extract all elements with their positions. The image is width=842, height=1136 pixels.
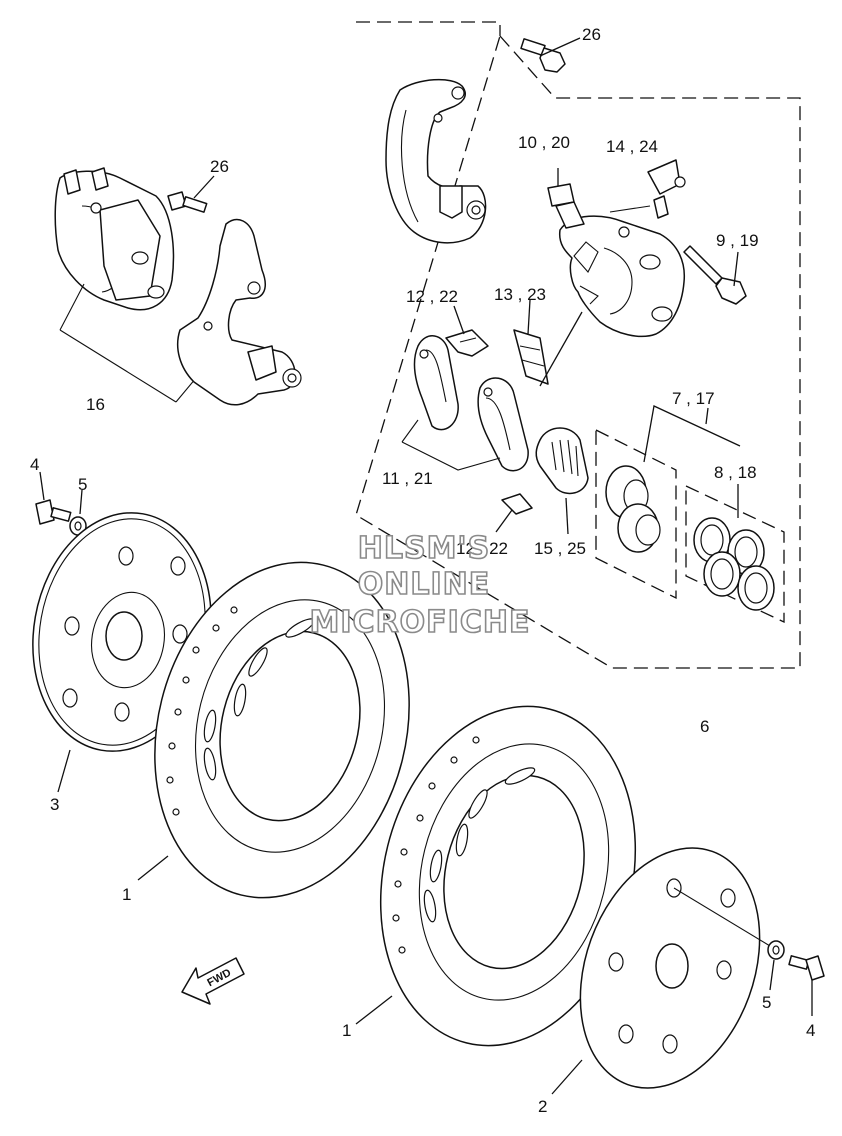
callout-16: 16 (86, 395, 105, 414)
brake-pad-outer (401, 377, 529, 472)
callout-5-left: 5 (78, 475, 87, 494)
callout-6: 6 (700, 717, 709, 736)
callout-13-23: 13 , 23 (494, 285, 546, 304)
brake-pad-inner (413, 335, 459, 431)
callout-4-right: 4 (806, 1021, 815, 1040)
pad-spring-13-23 (513, 299, 583, 387)
callout-8-18: 8 , 18 (714, 463, 757, 482)
callout-2: 2 (538, 1097, 547, 1116)
brake-disc-left (137, 561, 410, 899)
bolt-26-top (520, 37, 581, 73)
callout-12-22-top: 12 , 22 (406, 287, 458, 306)
caliper-body-right (547, 159, 747, 338)
callout-1-right: 1 (342, 1021, 351, 1040)
caliper-bracket-left (176, 218, 302, 406)
caliper-assembly-left (54, 167, 197, 403)
callout-26-top: 26 (582, 25, 601, 44)
callout-7-17: 7 , 17 (672, 389, 715, 408)
bolt-26-left (167, 175, 215, 213)
pad-shim-15-25 (535, 427, 589, 535)
callout-11-21: 11 , 21 (382, 469, 433, 488)
watermark: HLSM'S ONLINE MICROFICHE (309, 530, 531, 641)
pad-clip-12-22-bottom (495, 493, 533, 533)
callout-15-25: 15 , 25 (534, 539, 586, 558)
washer-5-left (69, 489, 87, 536)
washer-5-right (673, 887, 785, 991)
forward-arrow-icon: FWD (181, 957, 245, 1005)
callout-14-24: 14 , 24 (606, 137, 658, 156)
assembly-6-boundary (355, 21, 801, 669)
callout-26-left: 26 (210, 157, 229, 176)
caliper-bracket-right (385, 78, 487, 244)
callout-4-left: 4 (30, 455, 39, 474)
watermark-line-2: ONLINE (358, 567, 491, 602)
pad-clip-12-22-top (445, 305, 489, 357)
piston-group-7-17 (595, 405, 741, 600)
callout-12-22-bottom: 12 , 22 (456, 539, 508, 558)
callout-1-left: 1 (122, 885, 131, 904)
callout-5-right: 5 (762, 993, 771, 1012)
callout-3: 3 (50, 795, 59, 814)
callout-9-19: 9 , 19 (716, 231, 759, 250)
bolt-4-left (35, 471, 72, 525)
hub-plate-2 (551, 847, 761, 1095)
watermark-line-3: MICROFICHE (310, 605, 531, 640)
bolt-4-right (788, 955, 825, 1016)
watermark-line-1: HLSM'S (358, 531, 490, 566)
callout-10-20: 10 , 20 (518, 133, 570, 152)
seal-group-8-18 (685, 484, 785, 624)
brake-disc-right (355, 705, 637, 1047)
